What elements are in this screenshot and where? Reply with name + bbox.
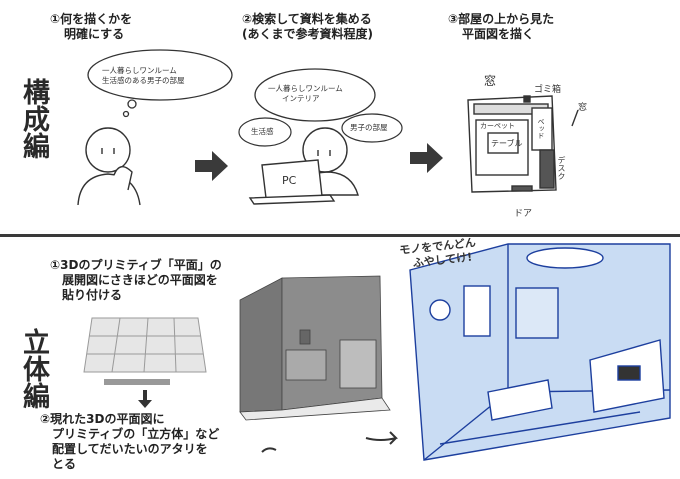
thought2-text: 一人暮らしワンルーム インテリア	[268, 84, 343, 104]
step2-line2: (あくまで参考資料程度)	[242, 27, 373, 41]
thought2-line2: インテリア	[282, 94, 320, 103]
step2-caption: ②検索して資料を集める (あくまで参考資料程度)	[242, 12, 373, 42]
arrow-down	[138, 390, 152, 408]
3d-blockout-render	[239, 275, 391, 421]
bottom-step2-caption: ②現れた3Dの平面図に プリミティブの「立方体」など 配置してだいたいのアタリを…	[40, 412, 219, 472]
bottom-step1-line1: ①3Dのプリミティブ「平面」の	[50, 258, 222, 272]
step1-caption: ①何を描くかを 明確にする	[50, 12, 132, 42]
step3-caption: ③部屋の上から見た 平面図を描く	[448, 12, 554, 42]
blue-room-sketch	[409, 243, 671, 461]
step2-line1: ②検索して資料を集める	[242, 12, 372, 26]
label-trash: ゴミ箱	[534, 85, 562, 95]
step1-line2: 明確にする	[64, 27, 125, 41]
step3-line2: 平面図を描く	[462, 27, 535, 41]
section-title-composition: 構成編	[14, 78, 49, 159]
floor-plan-sketch	[467, 95, 579, 193]
plane-unfold-grid	[83, 317, 207, 385]
thought1-line1: 一人暮らしワンルーム	[102, 66, 177, 75]
arrow-right-2	[410, 143, 443, 173]
thought-bubble-2	[254, 68, 376, 122]
laptop-label: PC	[282, 174, 297, 187]
thought-bubble-1	[87, 49, 233, 118]
section-title-3d: 立体編	[14, 328, 49, 409]
label-desk: デスク	[557, 156, 566, 180]
step1-line1: ①何を描くかを	[50, 12, 133, 26]
speech-bubble-small-right	[341, 113, 403, 143]
laptop-icon	[248, 159, 336, 205]
label-table: テーブル	[491, 139, 523, 148]
thought1-text: 一人暮らしワンルーム 生活感のある男子の部屋	[102, 66, 185, 86]
arrow-right-1	[195, 151, 228, 181]
label-window-top: 窓	[484, 74, 497, 88]
section-title-text: 立体編	[18, 328, 49, 409]
label-door: ドア	[514, 209, 533, 219]
step3-line1: ③部屋の上から見た	[448, 12, 555, 26]
bottom-step2-line1: ②現れた3Dの平面図に	[40, 412, 165, 426]
small-arrow-1	[261, 447, 277, 453]
bottom-step2-line3: 配置してだいたいのアタリを	[52, 442, 208, 456]
thought2-line1: 一人暮らしワンルーム	[268, 84, 343, 93]
thinking-person-figure	[77, 127, 141, 206]
small-arrow-2	[365, 431, 398, 445]
bottom-step1-caption: ①3Dのプリミティブ「平面」の 展開図にさきほどの平面図を 貼り付ける	[50, 258, 222, 303]
label-window-right: 窓	[578, 103, 588, 113]
bottom-step1-line3: 貼り付ける	[62, 288, 123, 302]
bubble-label-mens-room: 男子の部屋	[350, 123, 388, 132]
section-divider	[0, 234, 680, 237]
bottom-step2-line4: とる	[52, 457, 77, 471]
thought1-line2: 生活感のある男子の部屋	[102, 76, 185, 85]
speech-bubble-small-left	[238, 117, 292, 147]
bottom-step2-line2: プリミティブの「立方体」など	[52, 427, 220, 441]
bubble-label-lifestyle: 生活感	[251, 127, 274, 136]
bottom-step1-line2: 展開図にさきほどの平面図を	[62, 273, 218, 287]
label-carpet: カーペット	[480, 122, 515, 130]
label-bed: ベッド	[537, 118, 545, 139]
section-title-text: 構成編	[18, 78, 49, 159]
